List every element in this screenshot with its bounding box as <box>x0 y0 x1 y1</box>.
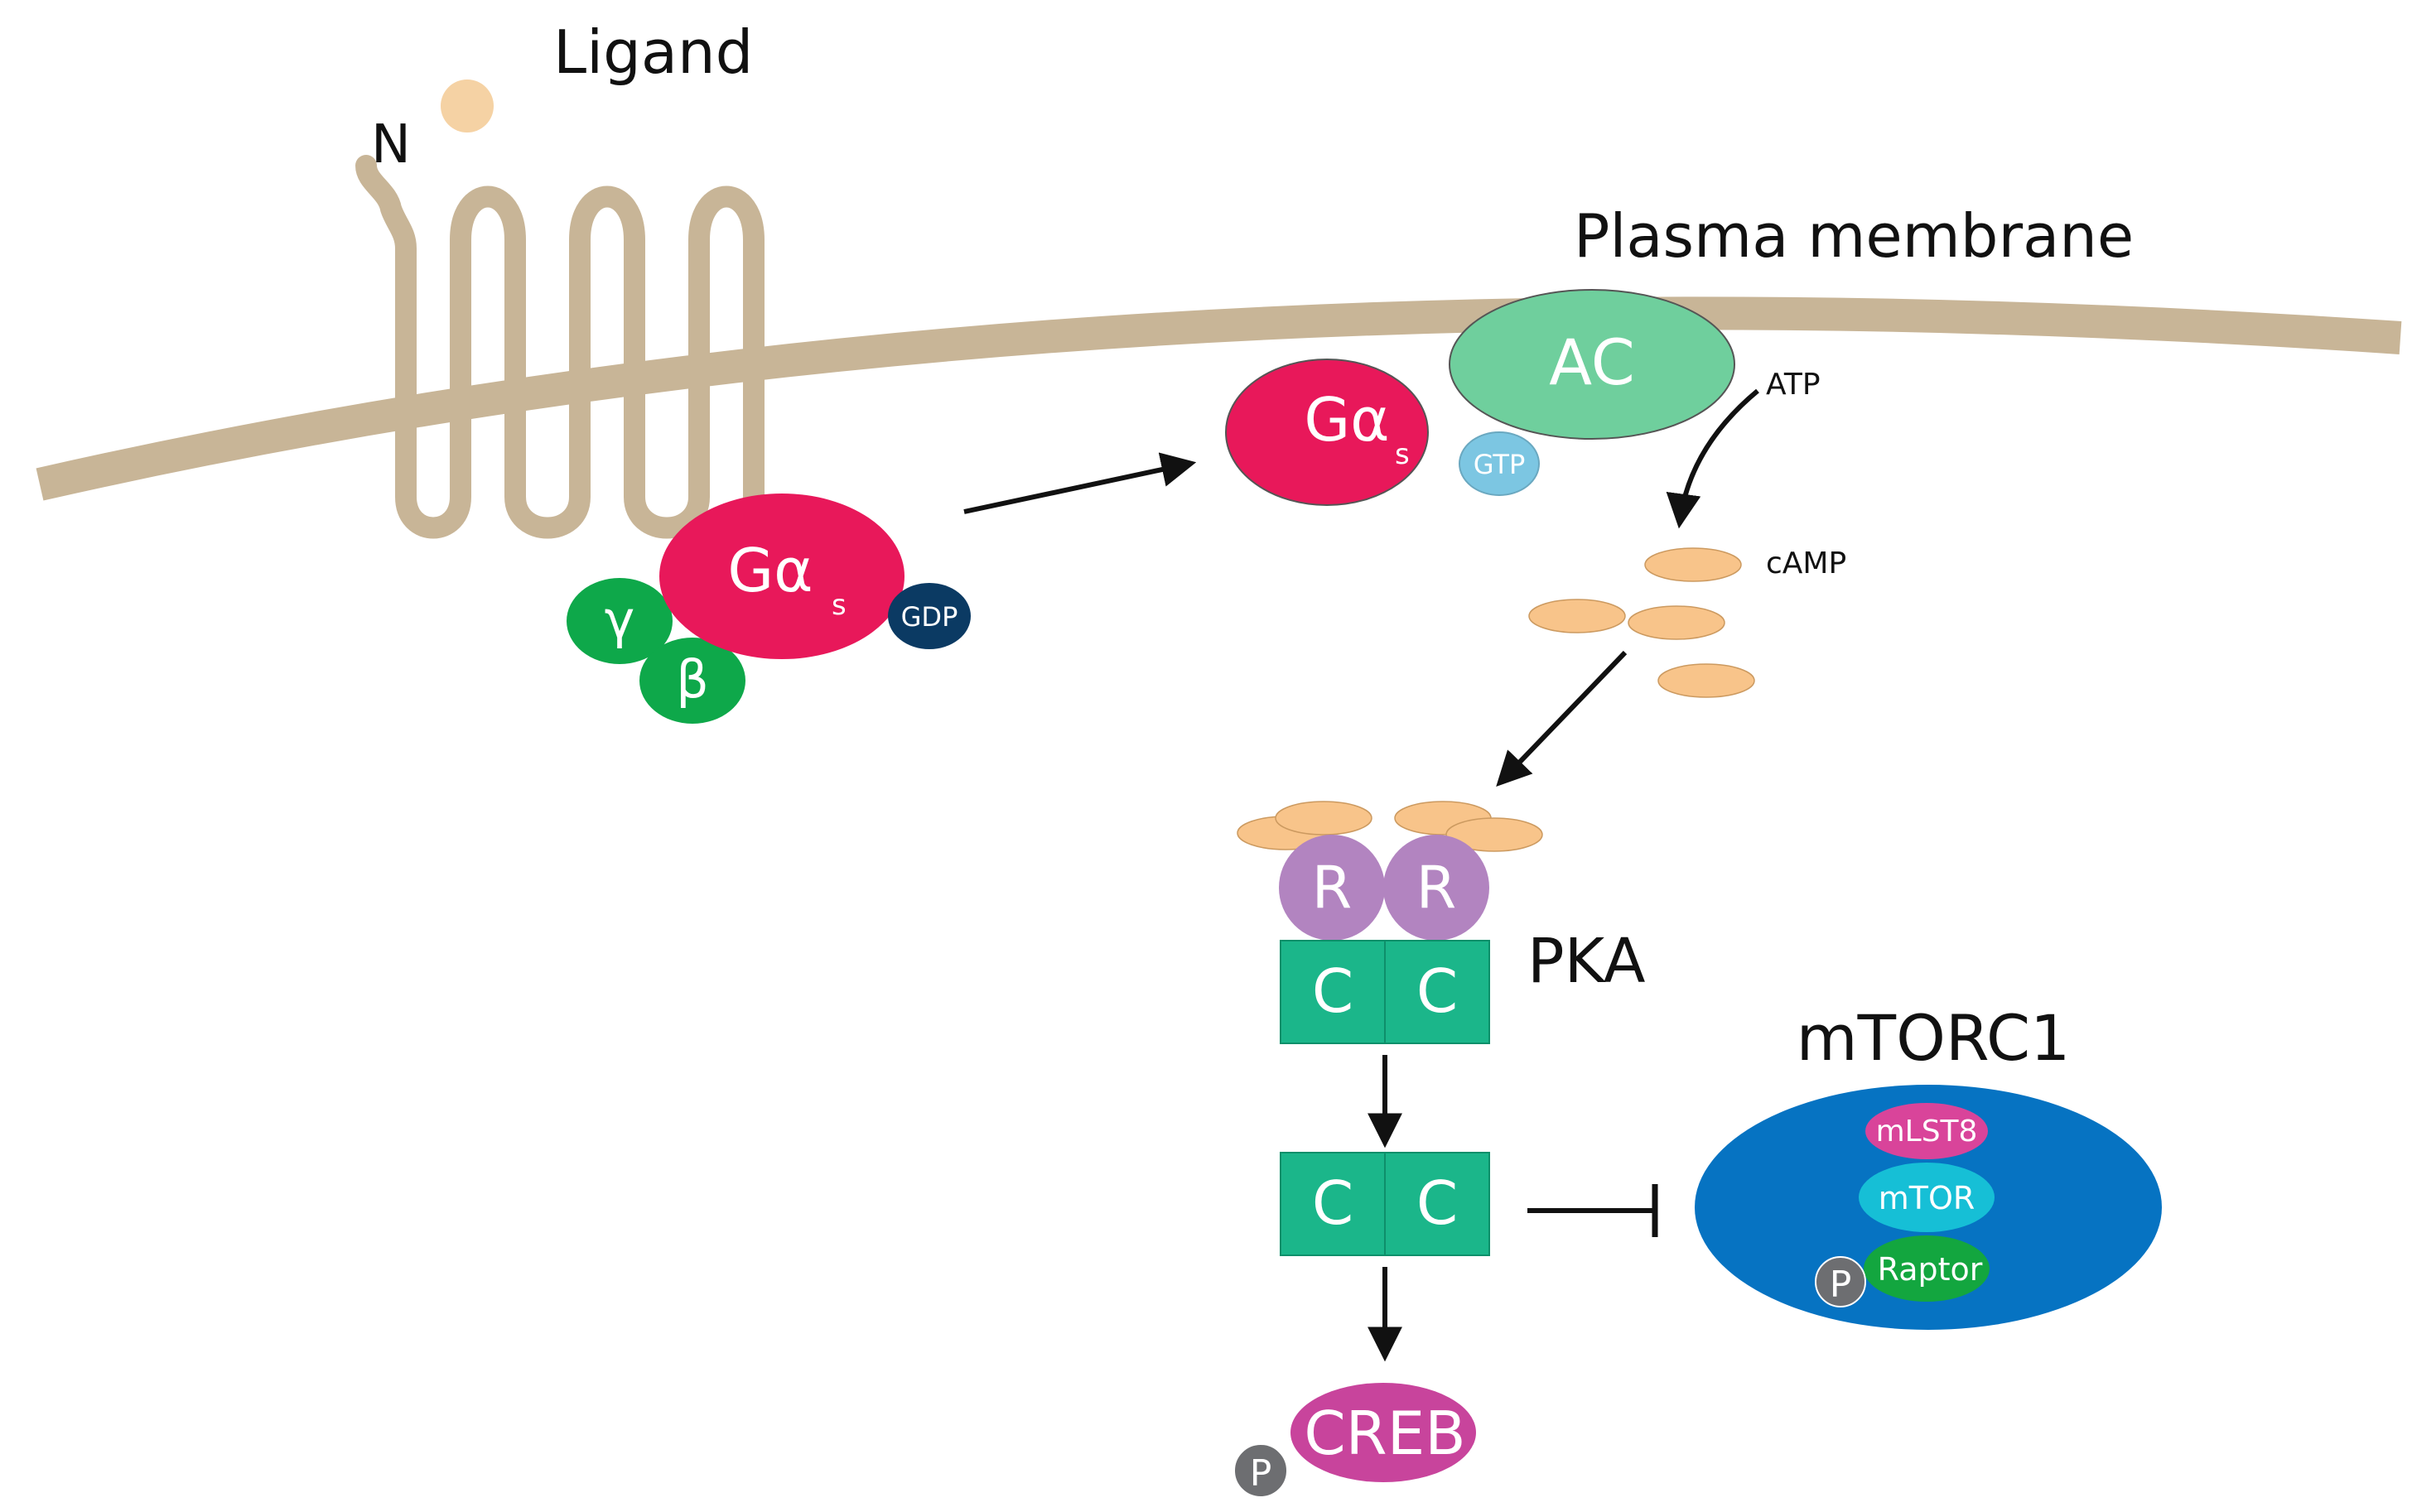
g-alpha-active-sub: s <box>1395 438 1410 471</box>
camp-to-pka-arrow <box>1496 650 1628 787</box>
g-alpha-s-inactive <box>659 494 905 659</box>
g-alpha-s-active <box>1225 359 1429 506</box>
activation-arrow <box>963 452 1197 514</box>
mtorc1-label: mTORC1 <box>1797 1001 2071 1075</box>
pka-r-subunit <box>1383 835 1489 941</box>
creb-phosphate <box>1233 1443 1288 1498</box>
mlst8-label: mLST8 <box>1876 1115 1978 1148</box>
pka-camp-bound <box>1275 801 1372 835</box>
raptor-phosphate-label: P <box>1830 1264 1852 1306</box>
camp-molecule <box>1644 547 1742 582</box>
creb-protein <box>1290 1383 1476 1482</box>
camp-label: cAMP <box>1766 547 1846 580</box>
camp-molecule <box>1528 599 1626 633</box>
gpcr-receptor <box>355 155 765 539</box>
plasma-membrane <box>36 296 2402 501</box>
free-c-label: C <box>1416 1168 1458 1238</box>
raptor-protein <box>1864 1235 1990 1302</box>
gtp-molecule <box>1459 431 1540 496</box>
pka-camp-bound <box>1445 817 1543 852</box>
r-subunit-label: R <box>1416 854 1457 922</box>
gdp-molecule <box>888 583 971 649</box>
ligand-label: Ligand <box>553 17 753 87</box>
creb-label: CREB <box>1304 1399 1465 1468</box>
pka-label: PKA <box>1527 926 1646 997</box>
c-subunit-label: C <box>1416 956 1458 1026</box>
camp-molecule <box>1657 663 1755 698</box>
pka-r-subunit <box>1279 835 1385 941</box>
atp-label: ATP <box>1766 368 1821 402</box>
ac-label: AC <box>1549 325 1635 399</box>
plasma-membrane-label: Plasma membrane <box>1574 201 2134 271</box>
free-c-subunit <box>1280 1152 1386 1256</box>
mtor-label: mTOR <box>1879 1180 1975 1216</box>
r-subunit-label: R <box>1312 854 1353 922</box>
adenylyl-cyclase <box>1449 289 1735 440</box>
atp-conversion-arrow <box>1666 388 1759 529</box>
gamma-label: γ <box>605 590 635 650</box>
beta-label: β <box>676 649 709 710</box>
c-subunit-label: C <box>1312 956 1353 1026</box>
g-alpha-inactive-sub: s <box>832 589 847 622</box>
free-c-label: C <box>1312 1168 1353 1238</box>
gamma-subunit <box>567 578 673 664</box>
beta-subunit <box>639 638 745 724</box>
mtor-protein <box>1859 1163 1995 1232</box>
n-terminus-label: N <box>371 114 411 176</box>
free-c-subunit <box>1384 1152 1490 1256</box>
creb-phosphate-label: P <box>1250 1452 1272 1495</box>
pka-c-subunit <box>1280 940 1386 1044</box>
camp-molecule <box>1628 605 1725 640</box>
pka-c-subunit <box>1384 940 1490 1044</box>
raptor-label: Raptor <box>1878 1251 1983 1288</box>
gdp-label: GDP <box>901 601 958 633</box>
gtp-label: GTP <box>1474 449 1526 480</box>
g-alpha-active-label: Gα <box>1304 385 1389 455</box>
mlst8-protein <box>1865 1103 1988 1159</box>
raptor-phosphate <box>1815 1256 1866 1307</box>
ligand-molecule <box>441 79 494 132</box>
g-alpha-inactive-label: Gα <box>727 536 813 605</box>
